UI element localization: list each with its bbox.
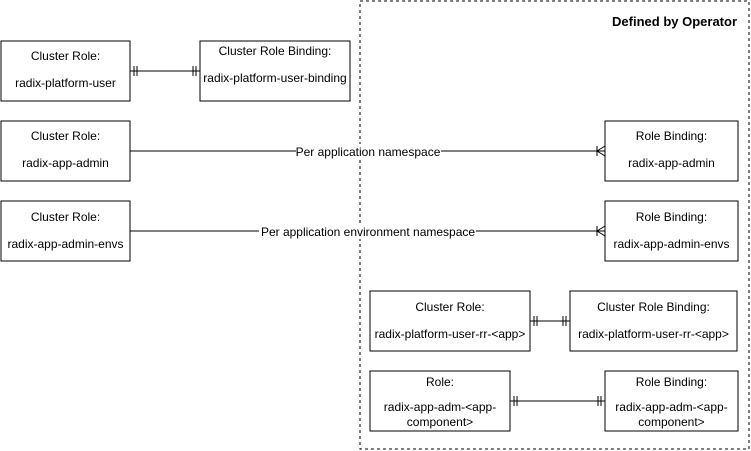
node-title: Role Binding: [636,210,707,224]
node-cluster-role-platform-user-rr: Cluster Role: radix-platform-user-rr-<ap… [369,290,531,352]
edge-platform-user-rr [530,316,570,326]
node-name: component> [638,415,704,429]
node-name: radix-platform-user [15,76,116,90]
node-title: Role Binding: [636,129,707,143]
edge-label-bg [296,144,441,159]
node-cluster-role-binding-platform-user: Cluster Role Binding: radix-platform-use… [199,40,351,102]
node-role-app-adm: Role: radix-app-adm-<app- component> [369,370,511,432]
node-cluster-role-binding-platform-user-rr: Cluster Role Binding: radix-platform-use… [569,290,738,352]
node-name: component> [407,415,473,429]
operator-region-border [359,0,750,450]
node-name: radix-app-adm-<app- [615,400,727,414]
node-title: Cluster Role: [31,210,100,224]
operator-region: Defined by Operator [359,0,750,450]
node-name: radix-app-admin-envs [613,237,729,251]
node-name: radix-platform-user-rr-<app> [578,327,729,341]
node-title: Cluster Role Binding: [597,300,710,314]
node-title: Cluster Role: [31,49,100,63]
edge-label-bg [259,224,476,239]
node-title: Role Binding: [636,375,707,389]
node-name: radix-app-adm-<app- [384,400,496,414]
node-name: radix-platform-user-rr-<app> [375,327,526,341]
node-role-binding-app-admin: Role Binding: radix-app-admin [604,120,739,182]
node-title: Cluster Role Binding: [219,44,332,58]
edge-app-adm [510,396,605,406]
node-role-binding-app-adm: Role Binding: radix-app-adm-<app- compon… [604,370,739,432]
node-title: Cluster Role: [415,300,484,314]
node-cluster-role-app-admin: Cluster Role: radix-app-admin [0,120,131,182]
operator-region-title: Defined by Operator [612,14,737,29]
node-title: Cluster Role: [31,129,100,143]
node-name: radix-app-admin-envs [7,237,123,251]
edge-label-per-app-env-namespace: Per application environment namespace [261,225,475,239]
node-role-binding-app-admin-envs: Role Binding: radix-app-admin-envs [604,200,739,262]
node-name: radix-platform-user-binding [203,71,346,85]
edge-label-per-app-namespace: Per application namespace [296,145,441,159]
node-cluster-role-app-admin-envs: Cluster Role: radix-app-admin-envs [0,200,131,262]
node-cluster-role-platform-user: Cluster Role: radix-platform-user [0,40,131,102]
edge-platform-user-binding [130,66,200,76]
node-title: Role: [426,375,454,389]
node-name: radix-app-admin [22,156,109,170]
node-name: radix-app-admin [628,156,715,170]
